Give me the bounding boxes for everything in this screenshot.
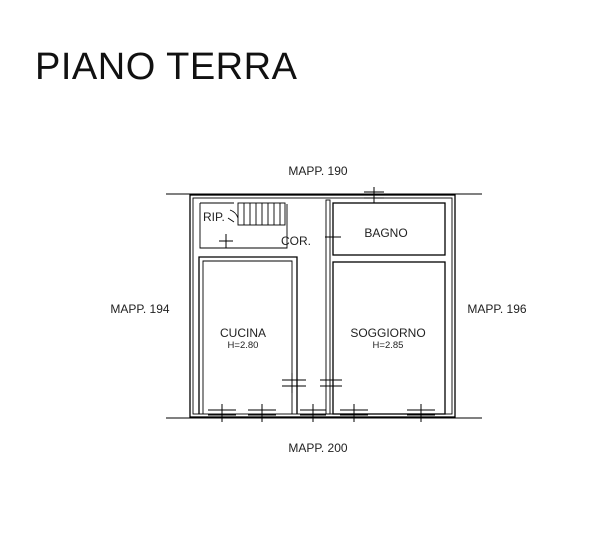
mapp-east-label: MAPP. 196 — [467, 302, 526, 316]
mapp-north-label: MAPP. 190 — [288, 164, 347, 178]
openings — [208, 187, 435, 422]
room-label-rip: RIP. — [203, 210, 225, 224]
room-label-cucina: CUCINA — [220, 326, 266, 340]
plan-title: PIANO TERRA — [35, 46, 298, 88]
mapp-west-label: MAPP. 194 — [110, 302, 169, 316]
room-label-cor: COR. — [281, 234, 311, 248]
room-height-cucina: H=2.80 — [228, 340, 259, 351]
room-label-soggiorno: SOGGIORNO — [350, 326, 425, 340]
staircase — [227, 202, 286, 226]
boundary-lines — [166, 193, 482, 419]
interior-walls — [198, 199, 446, 415]
mapp-south-label: MAPP. 200 — [288, 441, 347, 455]
outer-walls — [189, 194, 456, 418]
room-label-bagno: BAGNO — [364, 226, 407, 240]
room-height-soggiorno: H=2.85 — [373, 340, 404, 351]
